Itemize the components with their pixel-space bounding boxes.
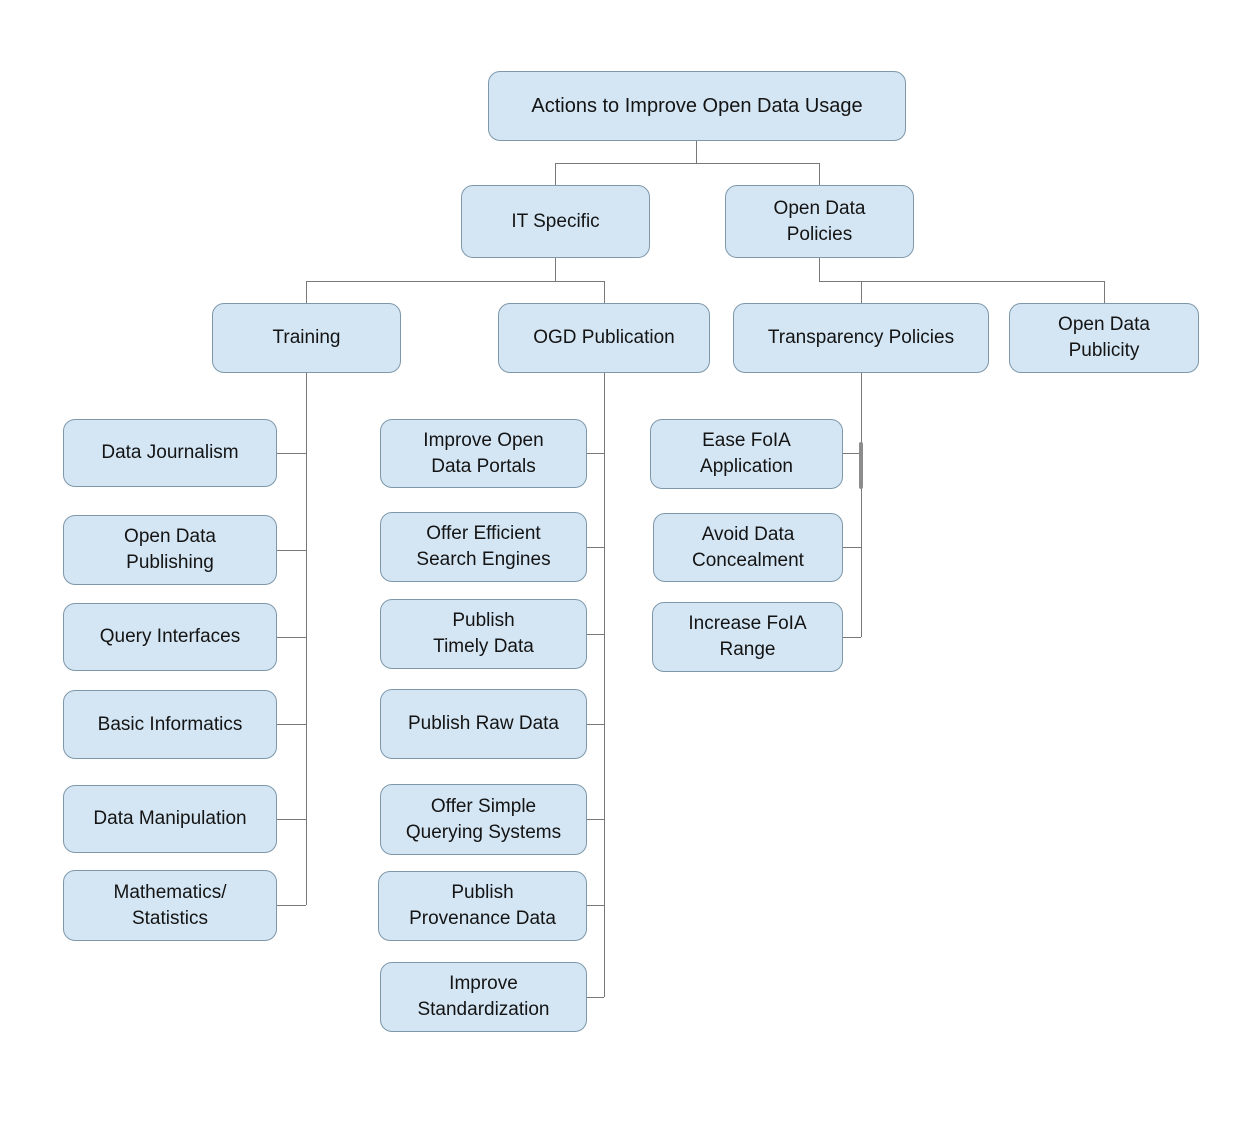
- node-mathematics-statistics: Mathematics/ Statistics: [63, 870, 277, 941]
- node-it-specific: IT Specific: [461, 185, 650, 258]
- node-open-data-policies: Open Data Policies: [725, 185, 914, 258]
- connector-stub-query-interfaces: [277, 637, 306, 638]
- node-publish-timely-data: Publish Timely Data: [380, 599, 587, 669]
- node-transparency-policies: Transparency Policies: [733, 303, 989, 373]
- node-data-manipulation: Data Manipulation: [63, 785, 277, 853]
- connector-stub-ease-foia-application: [843, 453, 861, 454]
- connector-transparency-spine: [861, 373, 862, 637]
- node-ease-foia-application: Ease FoIA Application: [650, 419, 843, 489]
- connector-stub-open-data-publishing: [277, 550, 306, 551]
- node-offer-simple-querying-systems: Offer Simple Querying Systems: [380, 784, 587, 855]
- connector-it-bus: [306, 281, 604, 282]
- connector-stub-mathematics-statistics: [277, 905, 306, 906]
- connector-stub-publish-timely-data: [587, 634, 604, 635]
- connector-ogd-riser: [604, 281, 605, 303]
- connector-odp-bus: [819, 281, 1104, 282]
- connector-root-bus: [555, 163, 819, 164]
- node-publish-raw-data: Publish Raw Data: [380, 689, 587, 759]
- connector-root-drop: [696, 141, 697, 163]
- node-increase-foia-range: Increase FoIA Range: [652, 602, 843, 672]
- node-offer-efficient-search-engines: Offer Efficient Search Engines: [380, 512, 587, 582]
- node-improve-standardization: Improve Standardization: [380, 962, 587, 1032]
- node-avoid-data-concealment: Avoid Data Concealment: [653, 513, 843, 582]
- connector-training-spine: [306, 373, 307, 905]
- connector-stub-avoid-data-concealment: [843, 547, 861, 548]
- connector-stub-data-journalism: [277, 453, 306, 454]
- connector-open-data-policies-riser: [819, 163, 820, 185]
- connector-stub-publish-provenance-data: [587, 905, 604, 906]
- node-open-data-publishing: Open Data Publishing: [63, 515, 277, 585]
- connector-stub-publish-raw-data: [587, 724, 604, 725]
- connector-stub-data-manipulation: [277, 819, 306, 820]
- connector-thick-segment: [859, 442, 863, 489]
- connector-transparency-riser: [861, 281, 862, 303]
- connector-publicity-riser: [1104, 281, 1105, 303]
- connector-ogd-spine: [604, 373, 605, 997]
- node-publish-provenance-data: Publish Provenance Data: [378, 871, 587, 941]
- connector-it-specific-riser: [555, 163, 556, 185]
- connector-stub-basic-informatics: [277, 724, 306, 725]
- node-training: Training: [212, 303, 401, 373]
- connector-stub-increase-foia-range: [843, 637, 861, 638]
- connector-stub-improve-open-data-portals: [587, 453, 604, 454]
- connector-stub-improve-standardization: [587, 997, 604, 998]
- node-basic-informatics: Basic Informatics: [63, 690, 277, 759]
- node-query-interfaces: Query Interfaces: [63, 603, 277, 671]
- connector-odp-drop: [819, 258, 820, 281]
- node-improve-open-data-portals: Improve Open Data Portals: [380, 419, 587, 488]
- node-data-journalism: Data Journalism: [63, 419, 277, 487]
- connector-it-drop: [555, 258, 556, 281]
- connector-training-riser: [306, 281, 307, 303]
- connector-stub-offer-efficient-search-engines: [587, 547, 604, 548]
- node-ogd-publication: OGD Publication: [498, 303, 710, 373]
- node-open-data-publicity: Open Data Publicity: [1009, 303, 1199, 373]
- connector-stub-offer-simple-querying-systems: [587, 819, 604, 820]
- node-root: Actions to Improve Open Data Usage: [488, 71, 906, 141]
